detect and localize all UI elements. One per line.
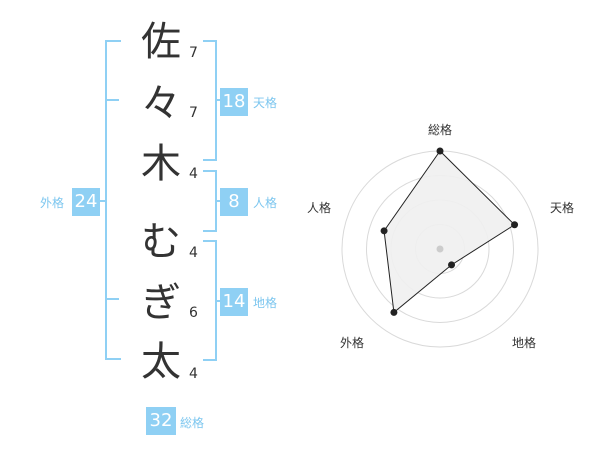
name-char-5: ぎ [141,280,181,326]
name-char-6: 太 [141,339,181,385]
radar-label-jinkaku: 人格 [307,201,332,215]
stroke-count-5: 6 [189,305,198,321]
radar-label-soukaku: 総格 [428,123,453,137]
radar-point-0 [436,147,444,155]
stroke-count-2: 7 [189,105,198,121]
gaikaku-bracket-stem [98,200,106,202]
soukaku-value-box: 32 [146,407,176,435]
jinkaku-value-box: 8 [220,188,248,216]
jinkaku-bracket-stem [215,200,223,202]
soukaku-label: 総格 [180,416,205,430]
jinkaku-label: 人格 [253,196,278,210]
stroke-count-3: 4 [189,166,198,182]
name-char-4: む [141,219,181,265]
name-char-1: 佐 [141,19,181,65]
radar-label-gaikaku: 外格 [340,336,365,350]
radar-point-4 [380,227,388,235]
radar-point-2 [448,261,456,269]
radar-area [383,150,516,314]
stroke-count-1: 7 [189,45,198,61]
name-char-3: 木 [141,141,181,187]
gaikaku-bracket-tick-2 [105,298,119,300]
gaikaku-label: 外格 [40,196,65,210]
stroke-count-4: 4 [189,245,198,261]
tenkaku-bracket-stem [215,99,223,101]
radar-chart [341,147,539,348]
radar-label-tenkaku: 天格 [550,201,575,215]
radar-label-chikaku: 地格 [512,336,537,350]
stroke-count-6: 4 [189,366,198,382]
radar-point-3 [390,308,398,316]
chikaku-value-box: 14 [220,288,248,316]
tenkaku-label: 天格 [253,96,278,110]
chikaku-bracket-stem [215,300,223,302]
gaikaku-bracket [105,40,121,360]
tenkaku-value-box: 18 [220,88,248,116]
gaikaku-value-box: 24 [72,188,100,216]
radar-center-dot [436,245,444,253]
chikaku-label: 地格 [253,296,278,310]
name-char-2: 々 [141,81,181,127]
gaikaku-bracket-tick-1 [105,99,119,101]
radar-point-1 [511,221,519,229]
